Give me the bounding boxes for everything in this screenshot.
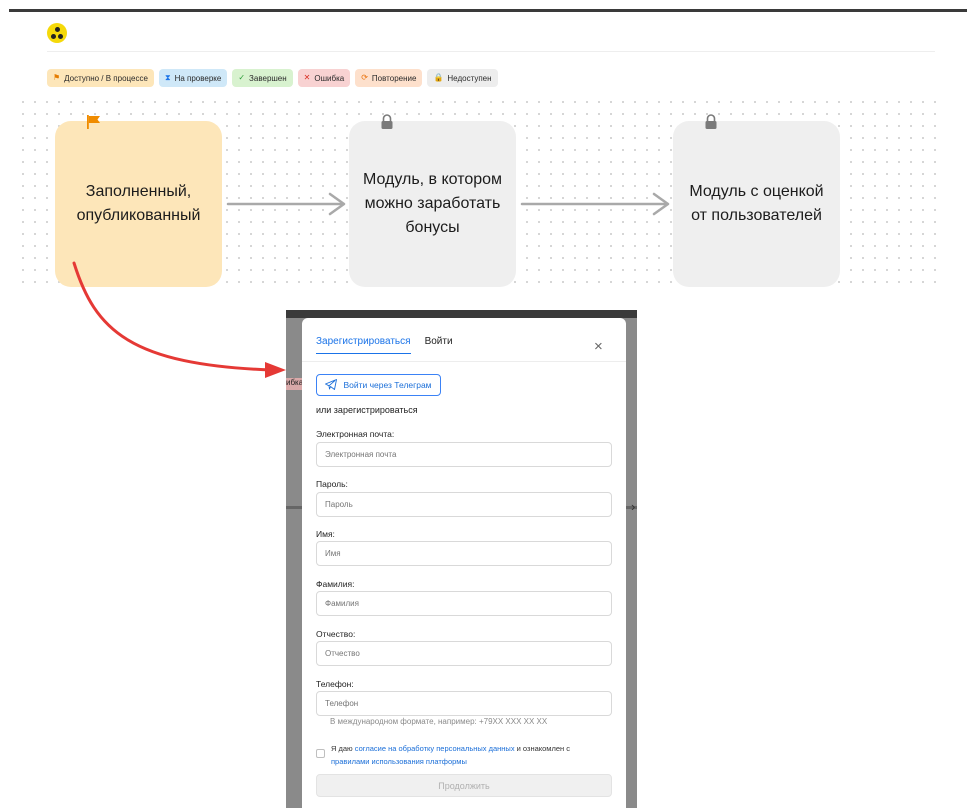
consent-block: Я даю согласие на обработку персональных… bbox=[316, 742, 612, 768]
header-divider bbox=[47, 51, 935, 52]
password-label: Пароль: bbox=[316, 479, 348, 489]
telegram-login-label: Войти через Телеграм bbox=[343, 380, 432, 390]
legend-label: Доступно / В процессе bbox=[64, 73, 148, 83]
password-field[interactable] bbox=[316, 492, 612, 517]
legend-label: Недоступен bbox=[447, 73, 492, 83]
tabs-divider bbox=[302, 361, 626, 362]
email-field[interactable] bbox=[316, 442, 612, 467]
last-name-label: Фамилия: bbox=[316, 579, 355, 589]
repeat-icon: ⟳ bbox=[361, 73, 368, 82]
chevron-right-icon: › bbox=[631, 499, 636, 514]
top-bar bbox=[9, 9, 967, 12]
platform-rules-link[interactable]: правилами использования платформы bbox=[331, 757, 467, 766]
legend-label: На проверке bbox=[174, 73, 222, 83]
legend-badge: ⚑Доступно / В процессе bbox=[47, 69, 154, 87]
personal-data-link[interactable]: согласие на обработку персональных данны… bbox=[354, 744, 515, 753]
legend-badge: ✕Ошибка bbox=[297, 69, 351, 87]
logo-icon[interactable] bbox=[47, 23, 67, 43]
module-node-bonus[interactable]: Модуль, в котором можно заработать бонус… bbox=[349, 114, 516, 287]
patronymic-label: Отчество: bbox=[316, 629, 356, 639]
registration-modal: Зарегистрироваться Войти × Войти через Т… bbox=[302, 318, 626, 808]
tab-login[interactable]: Войти bbox=[424, 336, 453, 347]
email-label: Электронная почта: bbox=[316, 429, 395, 439]
module-node-rating[interactable]: Модуль с оценкой от пользователей bbox=[673, 114, 840, 287]
overlay-top-bar bbox=[286, 310, 637, 318]
phone-label: Телефон: bbox=[316, 679, 354, 689]
legend-label: Завершен bbox=[249, 73, 287, 83]
telegram-login-button[interactable]: Войти через Телеграм bbox=[316, 374, 441, 396]
telegram-icon bbox=[325, 378, 338, 392]
phone-format-hint: В международном формате, например: +79XX… bbox=[330, 717, 548, 726]
status-legend: ⚑Доступно / В процессе⧗На проверке✓Завер… bbox=[47, 69, 498, 87]
continue-button[interactable]: Продолжить bbox=[316, 774, 612, 797]
lock-icon bbox=[704, 113, 718, 137]
lock-icon: 🔒 bbox=[433, 73, 444, 82]
legend-label: Ошибка bbox=[314, 73, 345, 83]
phone-field[interactable] bbox=[316, 691, 612, 716]
module-node-published[interactable]: Заполненный, опубликованный bbox=[55, 115, 222, 287]
annotation-arrowhead bbox=[265, 362, 286, 378]
flag-icon bbox=[86, 113, 102, 137]
legend-badge: ✓Завершен bbox=[232, 69, 293, 87]
check-icon: ✓ bbox=[238, 73, 246, 82]
consent-prefix: Я даю bbox=[331, 744, 355, 753]
legend-badge: ⟳Повторение bbox=[355, 69, 423, 87]
close-icon[interactable]: × bbox=[594, 338, 603, 355]
consent-checkbox[interactable] bbox=[316, 749, 325, 758]
or-register-text: или зарегистрироваться bbox=[316, 405, 418, 415]
legend-badge: 🔒Недоступен bbox=[427, 69, 498, 87]
first-name-field[interactable] bbox=[316, 541, 612, 566]
flag-icon: ⚑ bbox=[53, 73, 61, 82]
cross-icon: ✕ bbox=[303, 73, 311, 82]
module-node-label: Модуль с оценкой от пользователей bbox=[689, 183, 824, 224]
legend-badge: ⧗На проверке bbox=[158, 69, 228, 87]
lock-icon bbox=[380, 113, 394, 137]
patronymic-field[interactable] bbox=[316, 641, 612, 666]
auth-tabs: Зарегистрироваться Войти bbox=[316, 336, 453, 354]
background-badge-peek: ибка bbox=[286, 378, 302, 390]
module-node-label: Модуль, в котором можно заработать бонус… bbox=[362, 171, 503, 236]
consent-middle: и ознакомлен с bbox=[514, 744, 570, 753]
tab-register[interactable]: Зарегистрироваться bbox=[316, 336, 411, 354]
last-name-field[interactable] bbox=[316, 591, 612, 616]
hourglass-icon: ⧗ bbox=[164, 73, 171, 82]
first-name-label: Имя: bbox=[316, 529, 335, 539]
module-node-label: Заполненный, опубликованный bbox=[76, 183, 201, 224]
legend-label: Повторение bbox=[371, 73, 417, 83]
